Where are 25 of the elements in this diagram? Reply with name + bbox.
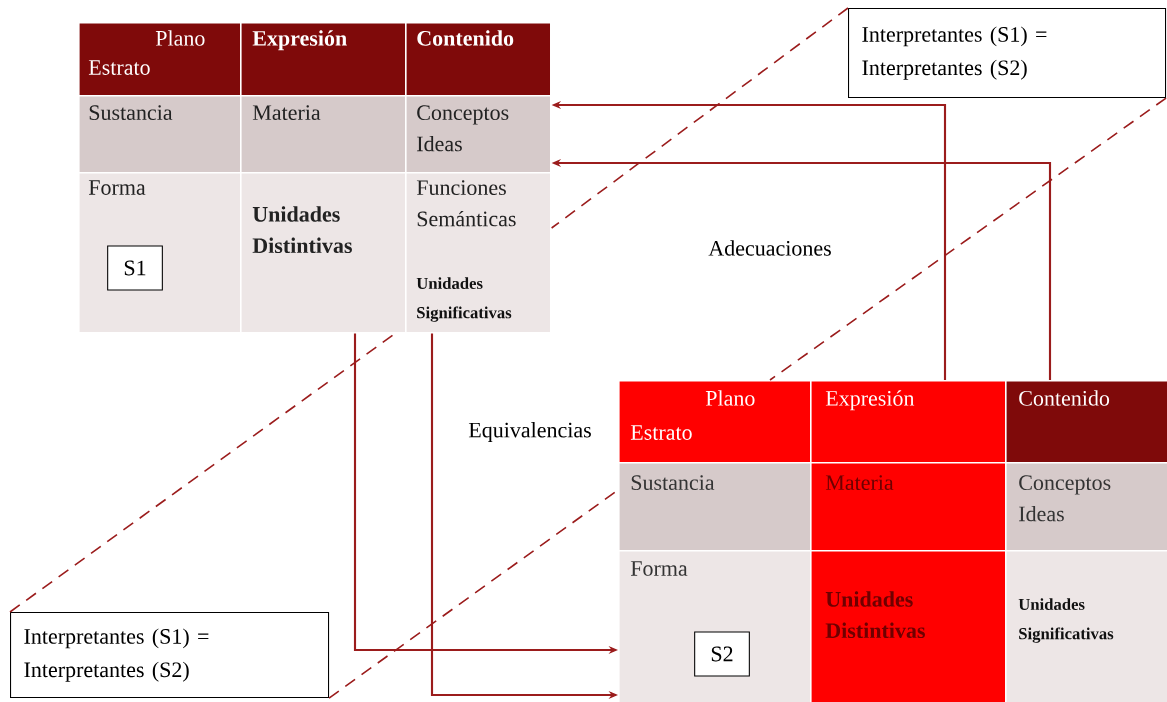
label-box: S1: [107, 245, 163, 291]
table-cell: Unidades Distintivas: [810, 550, 1007, 702]
table-cell: Conceptos Ideas: [405, 95, 552, 174]
table-cell: Sustancia: [618, 462, 812, 552]
header-cell: Expresión: [240, 22, 407, 97]
connector-line: [769, 97, 1167, 381]
header-cell: Expresión: [810, 380, 1007, 464]
connector-line: [550, 7, 849, 229]
table-cell: Materia: [240, 95, 407, 174]
header-cell: Plano Estrato: [78, 22, 242, 97]
header-cell: Contenido: [405, 22, 552, 97]
plane-label: Equivalencias: [468, 422, 591, 442]
plane-label: Adecuaciones: [708, 240, 831, 256]
table-cell: Funciones Semánticas Unidades Significativas: [405, 172, 552, 334]
table-cell: Unidades Distintivas: [240, 172, 407, 334]
table-cell: Unidades Significativas: [1005, 550, 1167, 702]
header-cell: Plano Estrato: [618, 380, 812, 464]
table-cell: Sustancia: [78, 95, 242, 174]
table-cell: Materia: [810, 462, 1007, 552]
note-box: Interpretantes (S1) = Interpretantes (S2): [10, 612, 330, 699]
label-box: S2: [694, 631, 750, 677]
connector-line: [9, 332, 396, 613]
table-cell: Conceptos Ideas: [1005, 462, 1167, 552]
header-cell: Contenido: [1005, 380, 1167, 464]
note-box: Interpretantes (S1) = Interpretantes (S2): [848, 8, 1167, 99]
